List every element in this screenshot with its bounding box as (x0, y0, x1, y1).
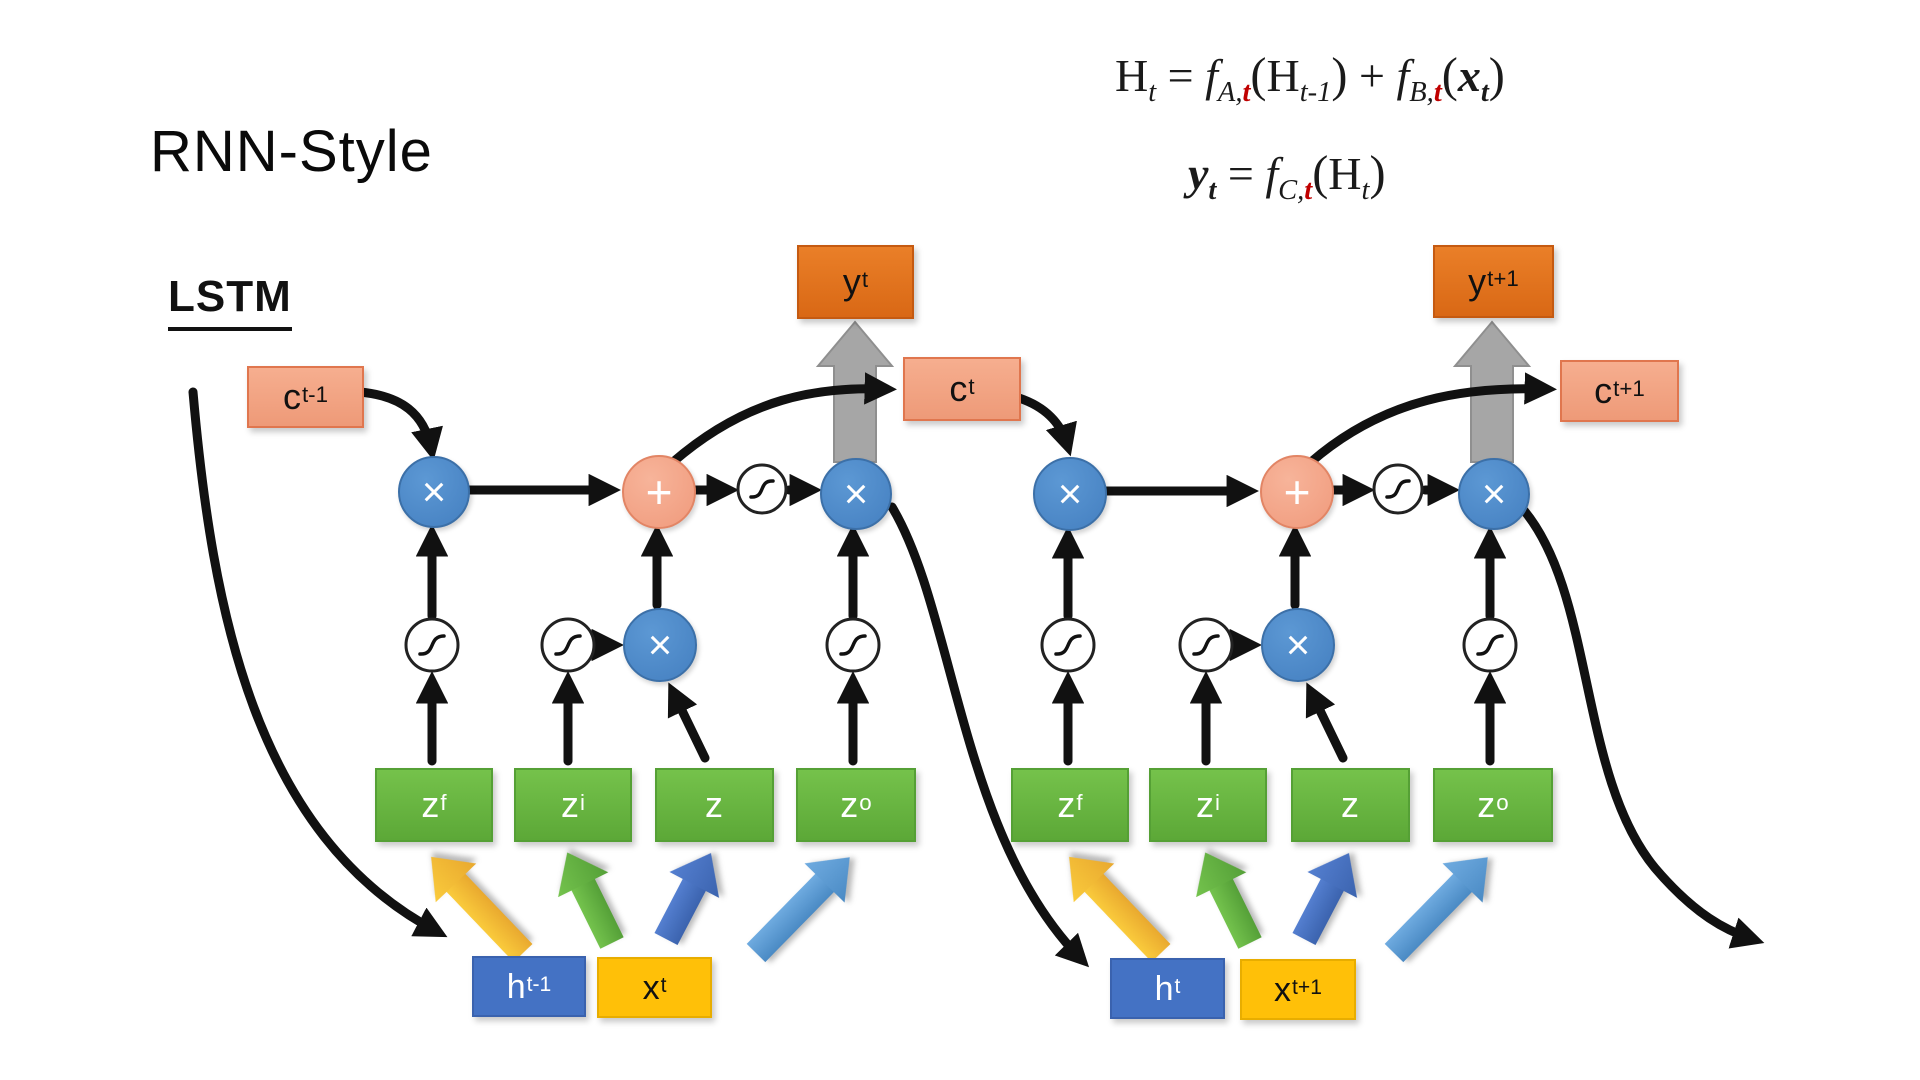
page-title: RNN-Style (150, 119, 433, 184)
forget-multiply-circle-left: × (398, 456, 470, 528)
sigmoid-icon-output-left (825, 617, 881, 673)
sigmoid-icon-input-right (1178, 617, 1234, 673)
arrow-c-prev-to-multiply (355, 387, 443, 461)
sigmoid-icon-output-right (1462, 617, 1518, 673)
recurrent-curve-multiply-to-h-t (887, 502, 1090, 968)
input-arrow-darkblue-right (1292, 853, 1358, 946)
arrow-add-to-c-next (1306, 372, 1557, 467)
sigmoid-icon-top-left (736, 463, 788, 515)
sigmoid-icon-forget-left (404, 617, 460, 673)
add-circle-left: + (622, 455, 696, 529)
arrow-z-to-input-multiply-left (667, 682, 710, 763)
output-multiply-circle-right: × (1458, 458, 1530, 530)
input-arrow-darkblue-left (654, 853, 720, 946)
input-multiply-circle-left: × (623, 608, 697, 682)
input-arrow-yellow-left (431, 856, 533, 962)
input-multiply-circle-right: × (1261, 608, 1335, 682)
sigmoid-icon-input-left (540, 617, 596, 673)
gate-box-z-right: z (1291, 768, 1410, 842)
arrow-z-to-input-multiply-right (1305, 682, 1348, 763)
equation-line-2: yt = fC,t(Ht) (1188, 147, 1386, 207)
forget-multiply-circle-right: × (1033, 457, 1107, 531)
add-circle-right: + (1260, 455, 1334, 529)
arrow-c-t-to-multiply (1014, 393, 1077, 457)
input-arrow-green-right (1196, 852, 1262, 949)
recurrent-curve-exit-right (1517, 503, 1765, 949)
input-arrow-yellow-right (1069, 856, 1171, 962)
equation-line-1: Ht = fA,t(Ht-1) + fB,t(xt) (1115, 49, 1505, 109)
recurrent-curve-into-h-prev (188, 387, 448, 938)
input-arrow-green-left (558, 852, 624, 949)
input-arrow-lightblue-left (746, 857, 850, 963)
sigmoid-icon-forget-right (1040, 617, 1096, 673)
lstm-label: LSTM (168, 272, 292, 331)
gate-box-z-left: z (655, 768, 774, 842)
sigmoid-icon-top-right (1372, 463, 1424, 515)
arrow-add-to-c-t (668, 372, 897, 467)
input-arrow-lightblue-right (1384, 857, 1488, 963)
output-multiply-circle-left: × (820, 458, 892, 530)
